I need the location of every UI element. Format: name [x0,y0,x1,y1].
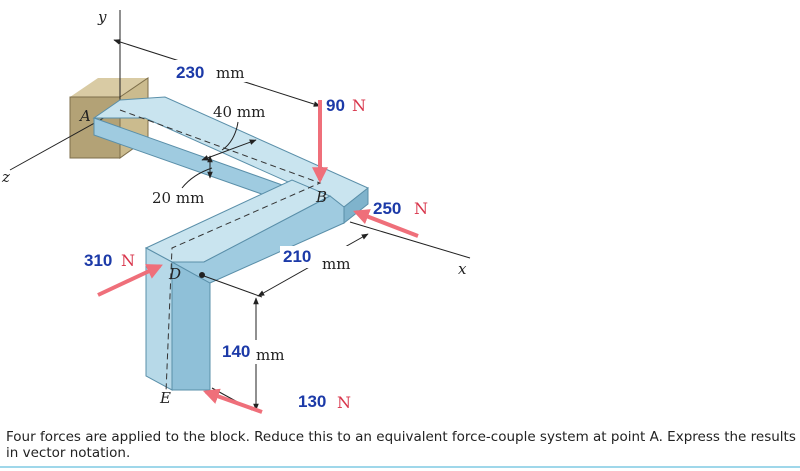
block-diagram: y z x A B D E 230 mm 40 mm 20 mm 210 mm [1,8,471,414]
force-250-unit: N [414,199,428,218]
force-130-value: 130 [298,392,326,411]
y-axis-label: y [97,8,107,26]
centerline [119,109,322,393]
beam-leg-de [145,247,211,391]
dim-210-line [203,275,263,298]
point-b-label: B [315,188,327,206]
force-310-unit: N [121,251,135,270]
dim-230-value: 230 [176,63,204,82]
divider-rule [0,466,800,468]
point-e-label: E [159,389,171,407]
force-130-unit: N [337,393,351,412]
force-90-value: 90 [326,96,345,115]
point-d-label: D [168,265,181,283]
force-130-arrow [202,388,263,414]
dim-40: 40 mm [213,103,265,121]
force-250-arrow [353,209,419,238]
force-310-arrow [97,264,163,297]
force-250-value: 250 [373,199,401,218]
dim-210-unit: mm [322,255,350,273]
corner-dot [199,272,205,278]
force-90-unit: N [352,96,366,115]
dim-210-value: 210 [283,247,311,266]
problem-statement: Four forces are applied to the block. Re… [6,429,796,461]
dim-140-unit: mm [256,346,284,364]
x-axis-label: x [458,260,467,278]
x-axis [349,221,471,259]
dim-140-value: 140 [222,342,250,361]
point-a-label: A [78,107,91,125]
z-axis-label: z [1,168,10,186]
dim-20: 20 mm [152,189,204,207]
force-310-value: 310 [84,251,112,270]
dim-230-unit: mm [216,64,244,82]
